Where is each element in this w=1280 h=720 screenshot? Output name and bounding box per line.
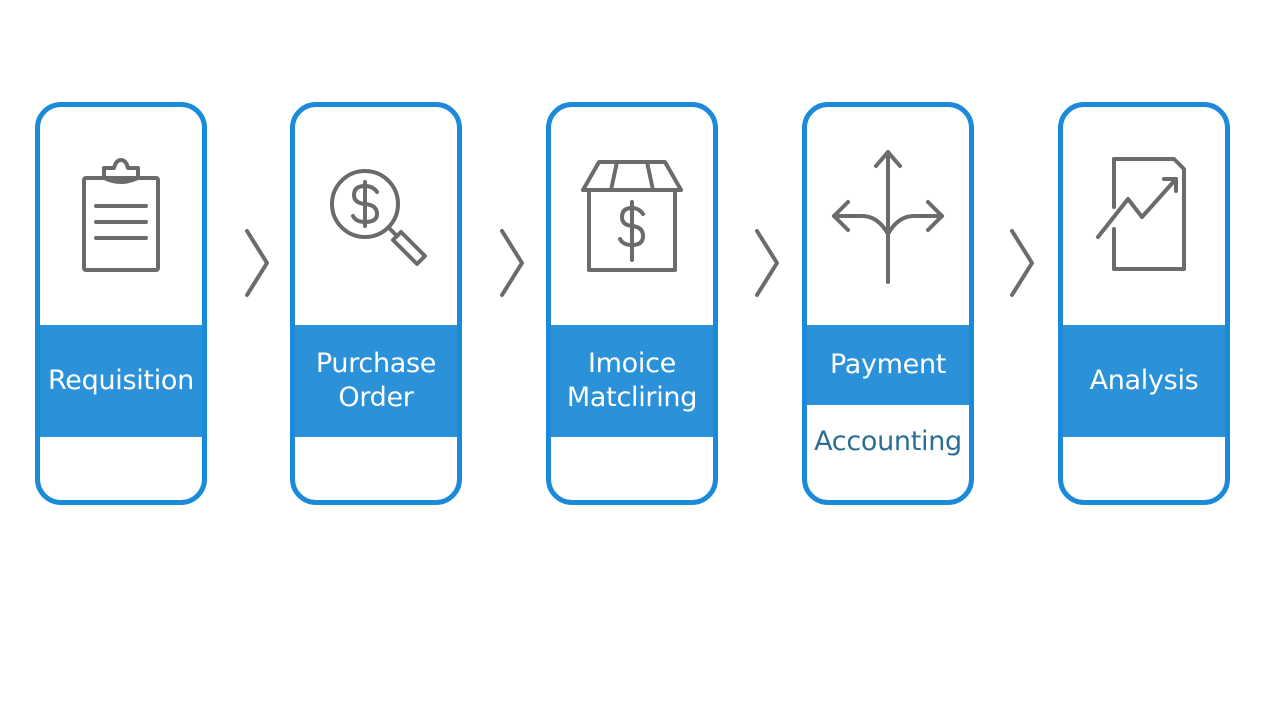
step-label: Imoice Matcliring — [551, 325, 713, 437]
step-label-line: Imoice — [588, 348, 676, 379]
step-label-line: Matcliring — [566, 382, 698, 413]
chevron-right-icon — [245, 229, 269, 297]
step-label-line: Payment — [829, 349, 947, 380]
step-label: Analysis — [1063, 325, 1225, 437]
step-label-line: Order — [338, 382, 414, 413]
step-card-invoice-matching: Imoice Matcliring — [546, 102, 718, 505]
step-label: Purchase Order — [295, 325, 457, 437]
step-label-line: Purchase — [315, 348, 437, 379]
chevron-right-icon — [500, 229, 524, 297]
step-card-analysis: Analysis — [1058, 102, 1230, 505]
store-dollar-icon — [551, 107, 713, 325]
step-label: Payment — [807, 325, 969, 405]
dollar-magnifier-icon — [295, 107, 457, 325]
step-sublabel: Accounting — [814, 426, 962, 457]
chevron-right-icon — [1010, 229, 1034, 297]
branching-arrows-icon — [807, 107, 969, 325]
step-card-purchase-order: Purchase Order — [290, 102, 462, 505]
chevron-right-icon — [755, 229, 779, 297]
clipboard-icon — [40, 107, 202, 325]
step-label-line: Requisition — [48, 365, 194, 396]
trend-chart-icon — [1063, 107, 1225, 325]
step-label: Requisition — [40, 325, 202, 437]
step-label-line: Analysis — [1089, 365, 1199, 396]
step-card-requisition: Requisition — [35, 102, 207, 505]
step-card-payment: Payment Accounting — [802, 102, 974, 505]
